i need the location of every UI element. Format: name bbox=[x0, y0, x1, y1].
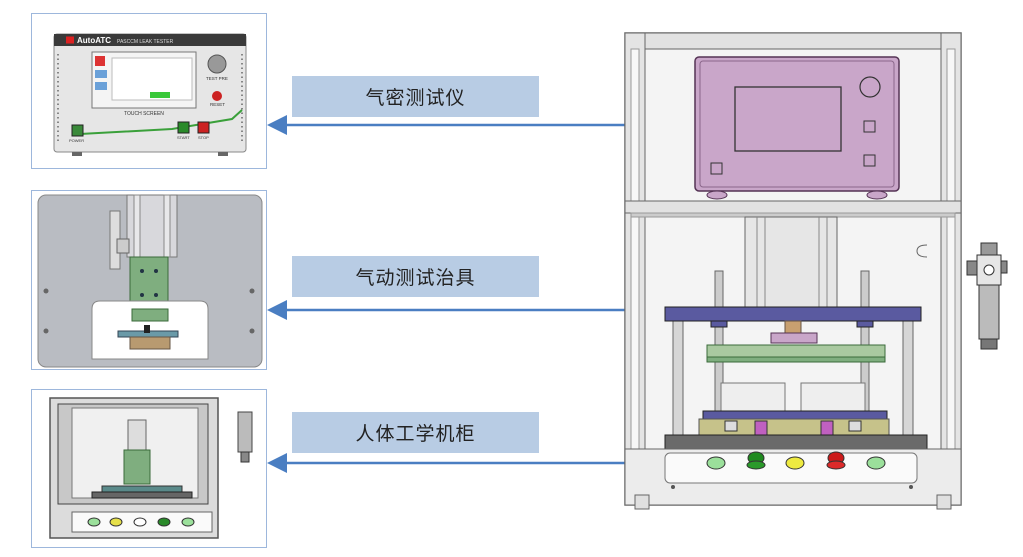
leak-tester-drawing: AutoATC PASCCM LEAK TESTER TEST PRE RESE… bbox=[53, 33, 247, 156]
machine-pneumatic-fixture bbox=[664, 216, 922, 442]
label-pneumatic-fixture: 气动测试治具 bbox=[292, 256, 539, 297]
label-ergonomic-cabinet: 人体工学机柜 bbox=[292, 412, 539, 453]
svg-text:POWER: POWER bbox=[69, 138, 84, 143]
label-leak-tester: 气密测试仪 bbox=[292, 76, 539, 117]
pneumatic-fixture-thumbnail bbox=[31, 190, 267, 370]
svg-text:TEST PRE: TEST PRE bbox=[206, 76, 228, 81]
brand-logo: AutoATC PASCCM LEAK TESTER bbox=[66, 36, 174, 45]
machine-drawing bbox=[624, 32, 1008, 510]
ergonomic-cabinet-drawing bbox=[49, 397, 253, 539]
machine-leak-tester bbox=[694, 56, 900, 200]
svg-text:PASCCM LEAK TESTER: PASCCM LEAK TESTER bbox=[117, 39, 174, 45]
leak-tester-thumbnail: AutoATC PASCCM LEAK TESTER TEST PRE RESE… bbox=[31, 13, 267, 169]
svg-text:STOP: STOP bbox=[198, 135, 209, 140]
svg-text:TOUCH SCREEN: TOUCH SCREEN bbox=[124, 111, 164, 117]
pneumatic-fixture-drawing bbox=[37, 194, 263, 368]
svg-text:RESET: RESET bbox=[210, 102, 225, 107]
ergonomic-cabinet-thumbnail bbox=[31, 389, 267, 548]
air-filter-regulator bbox=[966, 242, 1008, 350]
svg-text:AutoATC: AutoATC bbox=[77, 36, 111, 45]
machine-ergonomic-cabinet bbox=[624, 448, 962, 510]
svg-text:START: START bbox=[177, 135, 190, 140]
